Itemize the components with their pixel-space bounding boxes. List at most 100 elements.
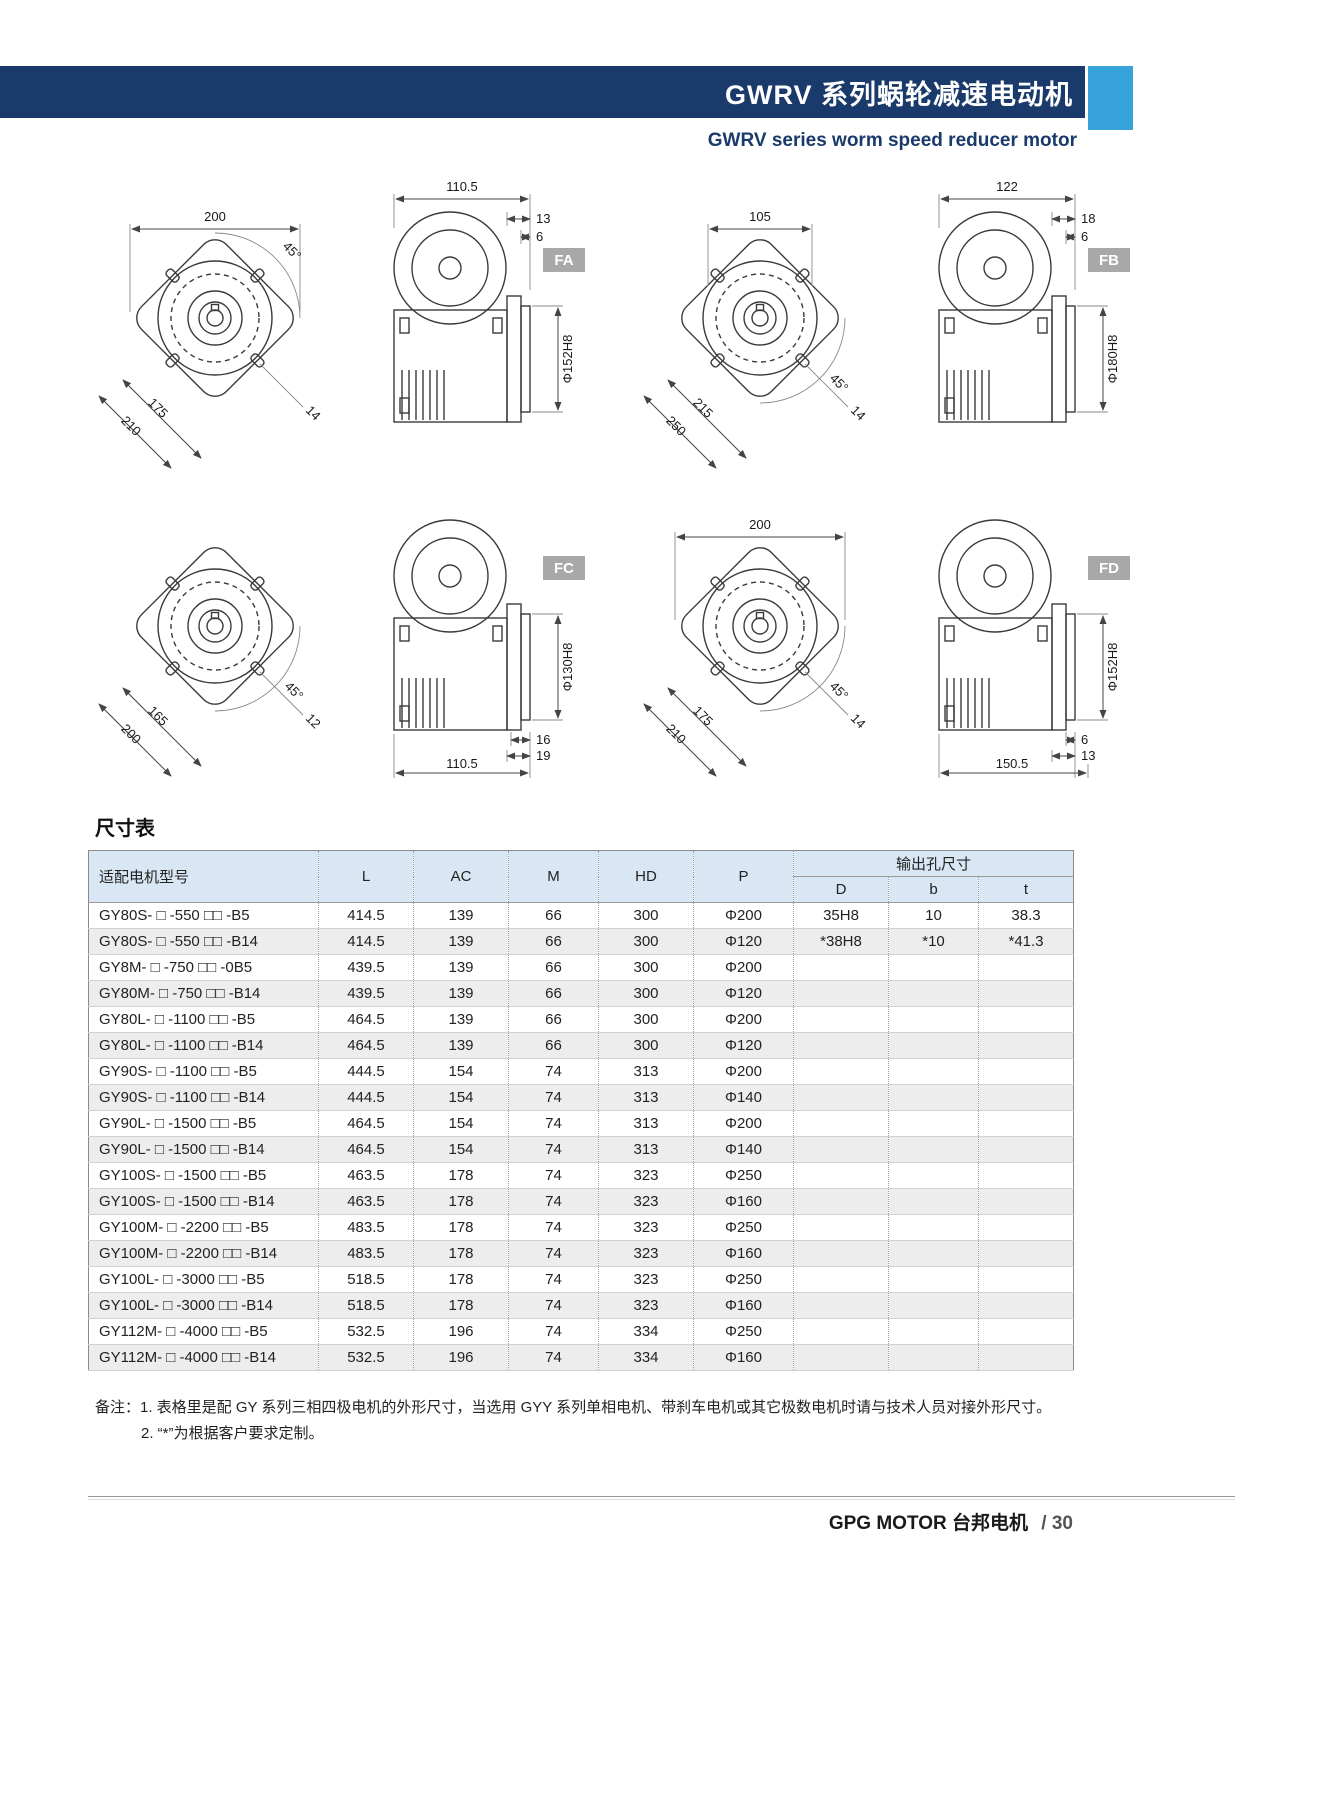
table-cell: 300 [598,954,694,981]
table-cell: 532.5 [318,1318,414,1345]
footer-separator: / [1041,1513,1047,1534]
view-tag: FA [554,252,573,269]
table-cell [888,1058,979,1085]
table-cell: 178 [413,1266,509,1293]
table-cell: 139 [413,1032,509,1059]
table-cell: 66 [508,1032,599,1059]
table-cell: 35H8 [793,902,889,929]
table-cell [793,954,889,981]
table-cell [888,1006,979,1033]
table-cell [793,1266,889,1293]
dim-label: 16 [536,732,550,747]
table-cell: 300 [598,1006,694,1033]
dim-label: 175 [690,703,716,729]
table-cell: 74 [508,1214,599,1241]
table-cell [977,1110,1074,1137]
table-cell: 300 [598,928,694,955]
dim-label: 250 [663,413,689,439]
table-cell [977,1058,1074,1085]
table-cell: 300 [598,902,694,929]
table-cell: 483.5 [318,1240,414,1267]
table-cell [888,1162,979,1189]
table-cell [977,1344,1074,1371]
table-cell [793,1006,889,1033]
view-tag-box [1088,556,1130,580]
table-cell: 74 [508,1162,599,1189]
table-cell: 464.5 [318,1110,414,1137]
table-cell: Φ160 [693,1292,794,1319]
dim-label: 200 [118,721,144,747]
table-cell: 334 [598,1344,694,1371]
table-cell-model: GY90S- □ -1100 □□ -B14 [88,1084,319,1111]
table-cell: 444.5 [318,1084,414,1111]
table-cell: Φ250 [693,1266,794,1293]
col-header-t: t [977,876,1074,903]
col-header-b: b [888,876,979,903]
dim-label: 200 [204,209,226,224]
dim-label: 13 [536,211,550,226]
table-cell: 323 [598,1292,694,1319]
table-cell [977,980,1074,1007]
table-cell [793,1292,889,1319]
table-cell: 439.5 [318,954,414,981]
dim-label: 6 [1081,732,1088,747]
page-title: GWRV 系列蜗轮减速电动机 [724,79,1073,110]
view-tag: FD [1099,560,1119,577]
table-cell-model: GY80L- □ -1100 □□ -B14 [88,1032,319,1059]
table-cell: 74 [508,1058,599,1085]
view-tag-box [1088,248,1130,272]
dim-label: Φ180H8 [1105,335,1120,384]
table-cell: 10 [888,902,979,929]
table-cell [793,1240,889,1267]
table-cell: 463.5 [318,1188,414,1215]
table-cell: 74 [508,1344,599,1371]
table-cell [793,1032,889,1059]
table-cell: 74 [508,1318,599,1345]
table-cell: 66 [508,1006,599,1033]
table-cell: Φ200 [693,1058,794,1085]
table-cell-model: GY100M- □ -2200 □□ -B5 [88,1214,319,1241]
dim-label: 45° [827,679,852,704]
dim-label: 105 [749,209,771,224]
table-cell [793,1214,889,1241]
table-cell: 139 [413,980,509,1007]
dim-label: 45° [282,679,307,704]
table-cell [888,1344,979,1371]
footer-brand: GPG MOTOR 台邦电机 [828,1513,1029,1534]
table-cell [888,1266,979,1293]
table-cell [793,1136,889,1163]
notes-line-2: 2. “*”为根据客户要求定制。 [141,1425,324,1442]
dimension-table: 适配电机型号 L AC M HD P 输出孔尺寸 D b t GY80S- □ … [88,850,1075,1371]
table-cell-model: GY100S- □ -1500 □□ -B14 [88,1188,319,1215]
table-cell: 532.5 [318,1344,414,1371]
table-cell [888,1240,979,1267]
table-cell: Φ200 [693,1110,794,1137]
table-cell: 178 [413,1188,509,1215]
table-cell: Φ160 [693,1344,794,1371]
drawing-fc: 165 200 45° 12 Φ130H8 16 19 110.5 FC [98,519,585,778]
table-cell [888,1318,979,1345]
dim-label: 122 [996,179,1018,194]
col-header-M: M [508,850,599,903]
col-header-D: D [793,876,889,903]
table-cell: 483.5 [318,1214,414,1241]
table-cell [977,1136,1074,1163]
dim-label: 12 [303,711,324,732]
dim-label: 210 [118,413,144,439]
notes: 备注：1. 表格里是配 GY 系列三相四极电机的外形尺寸，当选用 GYY 系列单… [95,1395,1085,1447]
table-cell-model: GY112M- □ -4000 □□ -B14 [88,1344,319,1371]
table-cell [888,1188,979,1215]
table-cell: 178 [413,1292,509,1319]
table-cell: 74 [508,1240,599,1267]
table-cell: 414.5 [318,928,414,955]
table-cell [888,954,979,981]
table-cell: 414.5 [318,902,414,929]
table-cell-model: GY80L- □ -1100 □□ -B5 [88,1006,319,1033]
table-cell [977,1318,1074,1345]
